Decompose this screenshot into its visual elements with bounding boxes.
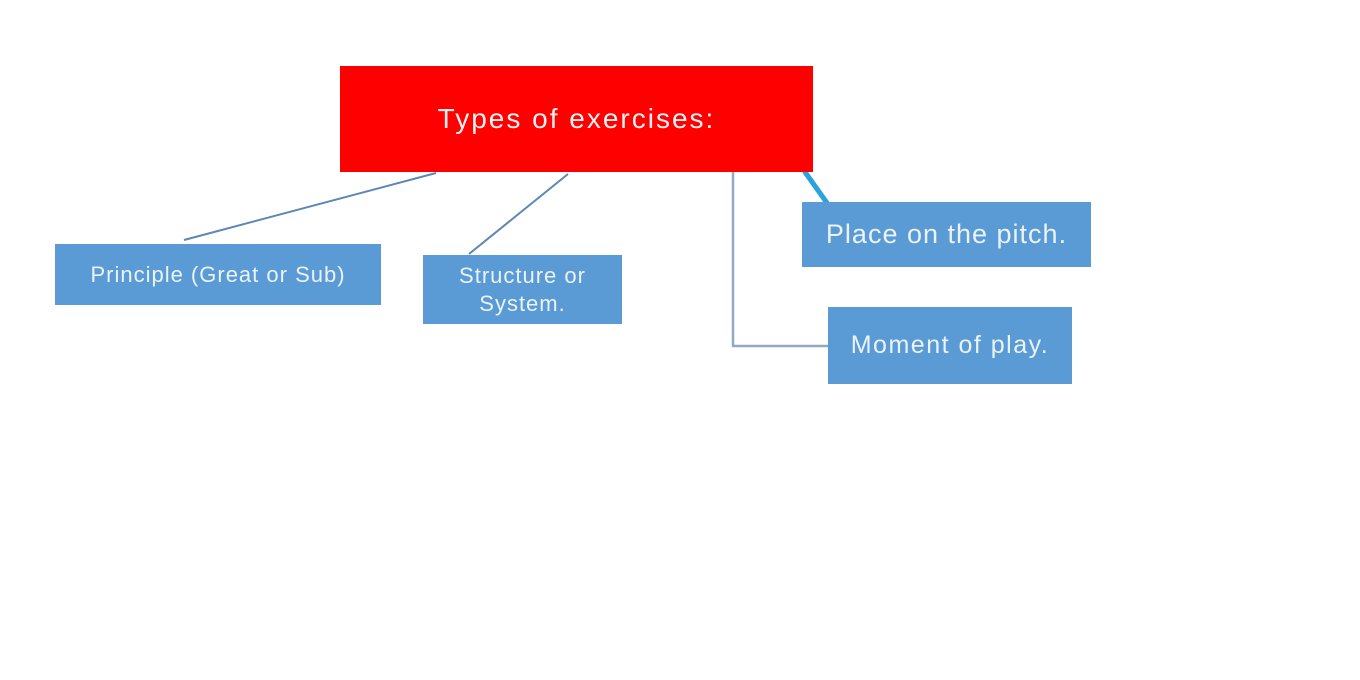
root-node-types-of-exercises: Types of exercises: (340, 66, 813, 172)
connector-root-place (802, 169, 830, 206)
node-principle-label: Principle (Great or Sub) (90, 261, 346, 287)
connector-root-structure (468, 173, 569, 255)
node-structure: Structure or System. (423, 255, 622, 324)
node-moment: Moment of play. (828, 307, 1072, 384)
connector-root-principle (183, 172, 437, 241)
root-node-label: Types of exercises: (437, 103, 716, 134)
node-place-label: Place on the pitch. (825, 219, 1068, 249)
node-structure-label: Structure or System. (459, 263, 586, 316)
node-principle: Principle (Great or Sub) (55, 244, 381, 305)
node-place: Place on the pitch. (802, 202, 1091, 267)
node-moment-label: Moment of play. (850, 331, 1050, 359)
